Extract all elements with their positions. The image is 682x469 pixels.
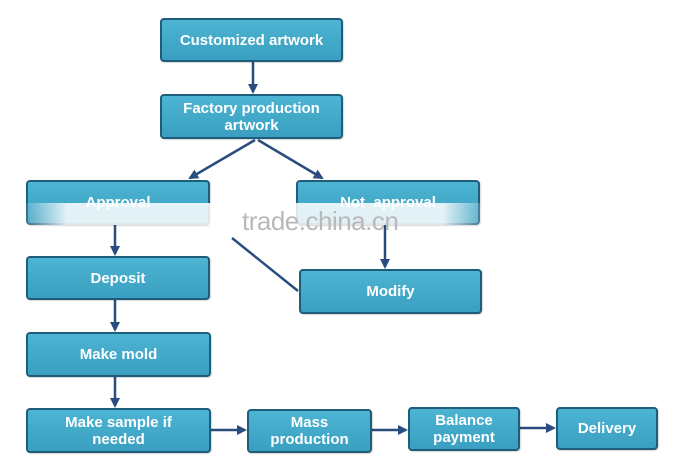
node-label: Factory production artwork — [183, 99, 320, 134]
node-label: Delivery — [577, 420, 637, 437]
node-deposit: Deposit — [26, 256, 210, 300]
line-modify-to-approval — [231, 237, 299, 292]
watermark-text: trade.china.cn — [242, 206, 399, 236]
node-make-mold: Make mold — [26, 332, 211, 377]
arrow-factory-to-not-approval — [257, 138, 324, 180]
arrow-factory-to-approval — [188, 138, 256, 180]
node-label: Balance payment — [433, 412, 495, 446]
node-label: Make mold — [79, 346, 158, 363]
node-label: Modify — [366, 283, 415, 300]
node-label: Deposit — [90, 269, 146, 287]
node-mass-production: Mass production — [247, 409, 372, 453]
node-modify: Modify — [299, 269, 482, 314]
node-label: Mass production — [270, 414, 349, 448]
watermark-band — [20, 203, 490, 225]
node-factory-production-artwork: Factory production artwork — [160, 94, 343, 139]
node-make-sample: Make sample if needed — [26, 408, 211, 453]
node-label: Customized artwork — [179, 31, 324, 49]
node-balance-payment: Balance payment — [408, 407, 520, 451]
node-delivery: Delivery — [556, 407, 658, 450]
node-label: Make sample if needed — [65, 413, 172, 448]
node-customized-artwork: Customized artwork — [160, 18, 343, 62]
